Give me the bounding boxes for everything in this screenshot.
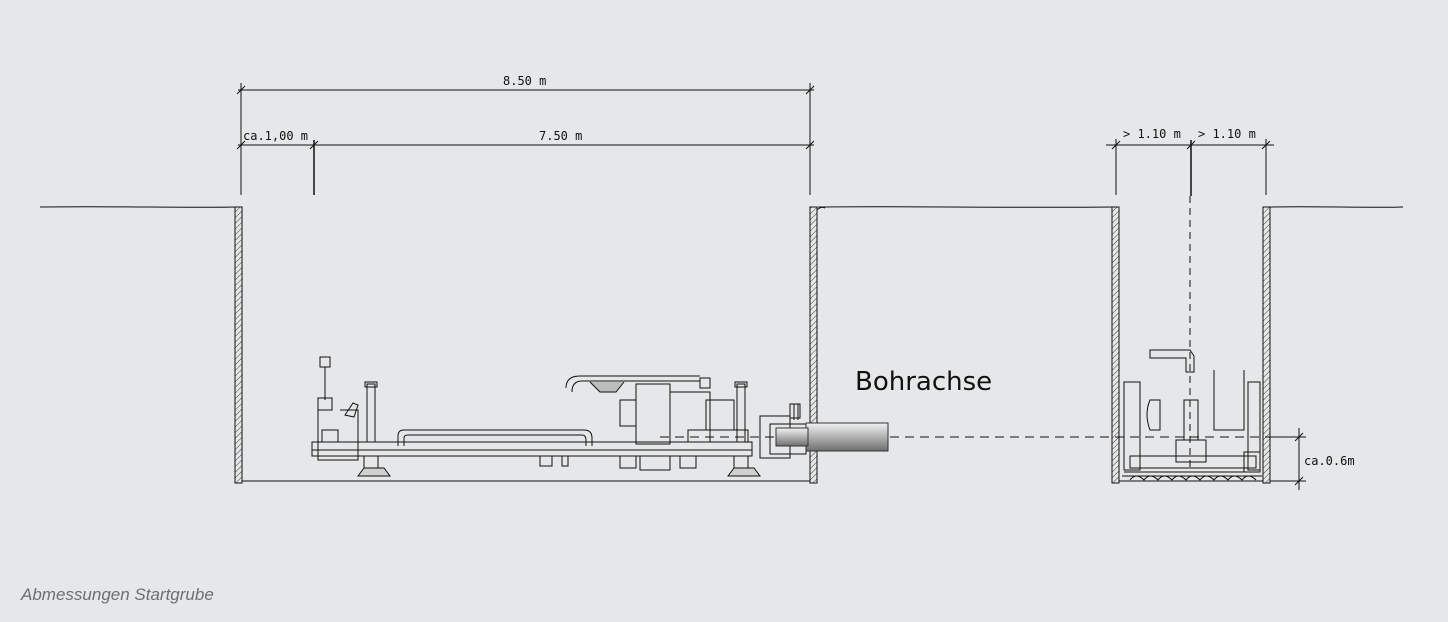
front-offset-label: ca.1,00 m	[243, 129, 308, 143]
dimension-target	[1106, 139, 1274, 196]
pipe-collar	[775, 427, 809, 447]
drilling-machine	[311, 356, 807, 477]
target-left-label: > 1.10 m	[1123, 127, 1181, 141]
machine-length-label: 7.50 m	[539, 129, 582, 143]
start-pit	[234, 206, 826, 484]
figure-caption: Abmessungen Startgrube	[21, 585, 214, 604]
dimension-machine	[236, 140, 815, 195]
target-right-label: > 1.10 m	[1198, 127, 1256, 141]
target-pit	[1111, 206, 1271, 484]
axis-height-label: ca.0.6m	[1304, 454, 1355, 468]
dimension-overall	[236, 83, 815, 195]
pipe	[805, 422, 889, 452]
dimension-axis-height	[1270, 428, 1306, 490]
overall-length-label: 8.50 m	[503, 74, 546, 88]
receiving-machine	[1122, 349, 1262, 481]
ground-line	[39, 206, 1404, 208]
drilling-axis-label: Bohrachse	[855, 367, 992, 397]
